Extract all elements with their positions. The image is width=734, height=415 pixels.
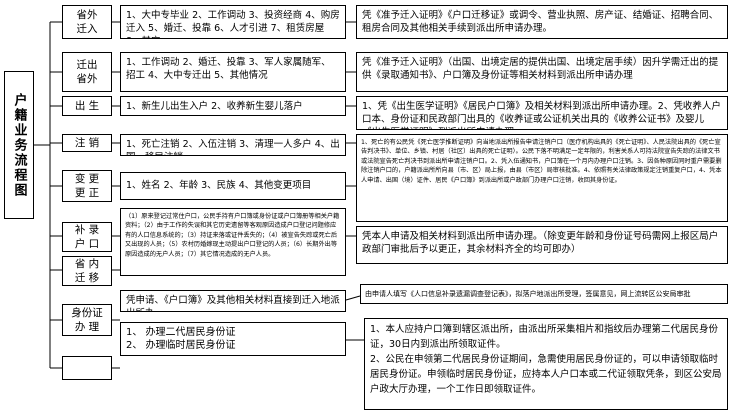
category-move-out-of-province: 迁出 省外: [62, 52, 112, 92]
items-move-in-from-other-province: 1、大中专毕业 2、工作调动 3、投资经商 4、购房迁入 5、婚迁、投靠 6、人…: [120, 5, 346, 39]
requirement-supplementary-registration: 由申请人填写《人口信息补录遗漏调查登记表》，拟落户地派出所受理，签属意见，网上流…: [360, 284, 728, 304]
items-cancellation: 1、死亡注销 2、入伍注销 3、清理一人多户 4、出国、移民注销: [120, 134, 346, 156]
requirement-change-correction: 凭本人申请及相关材料到派出所申请办理。（除变更年龄和身份证号码需网上报区局户政部…: [356, 226, 728, 264]
category-intra-province-move: 省 内 迁 移: [62, 256, 112, 286]
category-id-card: 身份证 办 理: [62, 304, 112, 336]
items-change-correction: 1、姓名 2、年龄 3、民族 4、其他变更项目: [120, 172, 346, 200]
items-birth: 1、新生儿出生入户 2、收养新生婴儿落户: [120, 96, 346, 116]
flowchart-title: 户籍业务流程图: [4, 71, 34, 219]
requirement-intra-province-move: 凭申请、《户口簿》及其他相关材料直接到迁入地派出所办: [120, 290, 346, 312]
requirement-move-out-of-province: 凭《准予迁入证明》（出国、出境定居的提供出国、出境定居手续）因升学需迁出的提供《…: [356, 52, 728, 92]
requirement-move-in-from-other-province: 凭《准予迁入证明》《户口迁移证》或调令、营业执照、房产证、结婚证、招聘合同、租房…: [356, 5, 728, 39]
items-supplementary-registration: （1）原来登记过常住户口，公民手持有户口簿或身份证或户口簿册等相关户籍资料；（2…: [120, 208, 346, 276]
requirement-cancellation: 1、死亡的有公民凭《死亡医学推断证明》向当地派出所报告申请注销户口（医疗机构出具…: [356, 134, 728, 222]
items-move-out-of-province: 1、工作调动 2、婚迁、投靠 3、军人家属随军、招工 4、大中专迁出 5、其他情…: [120, 52, 346, 92]
requirement-birth: 1、凭《出生医学证明》《居民户口簿》及相关材料到派出所申请办理。2、凭收养人户口…: [356, 96, 728, 130]
category-supplementary-registration: 补 录 户 口: [62, 222, 112, 252]
category-cancellation: 注 销: [62, 134, 112, 152]
requirement-id-card: 1、本人应持户口簿到辖区派出所，由派出所采集相片和指纹后办理第二代居民身份证，3…: [364, 318, 728, 410]
category-id-card-extra: [62, 356, 112, 380]
category-birth: 出 生: [62, 96, 112, 116]
items-id-card: 1、 办理二代居民身份证 2、 办理临时居民身份证: [120, 322, 346, 356]
category-move-in-from-other-province: 省外 迁入: [62, 5, 112, 39]
category-change-correction: 变 更 更 正: [62, 170, 112, 202]
